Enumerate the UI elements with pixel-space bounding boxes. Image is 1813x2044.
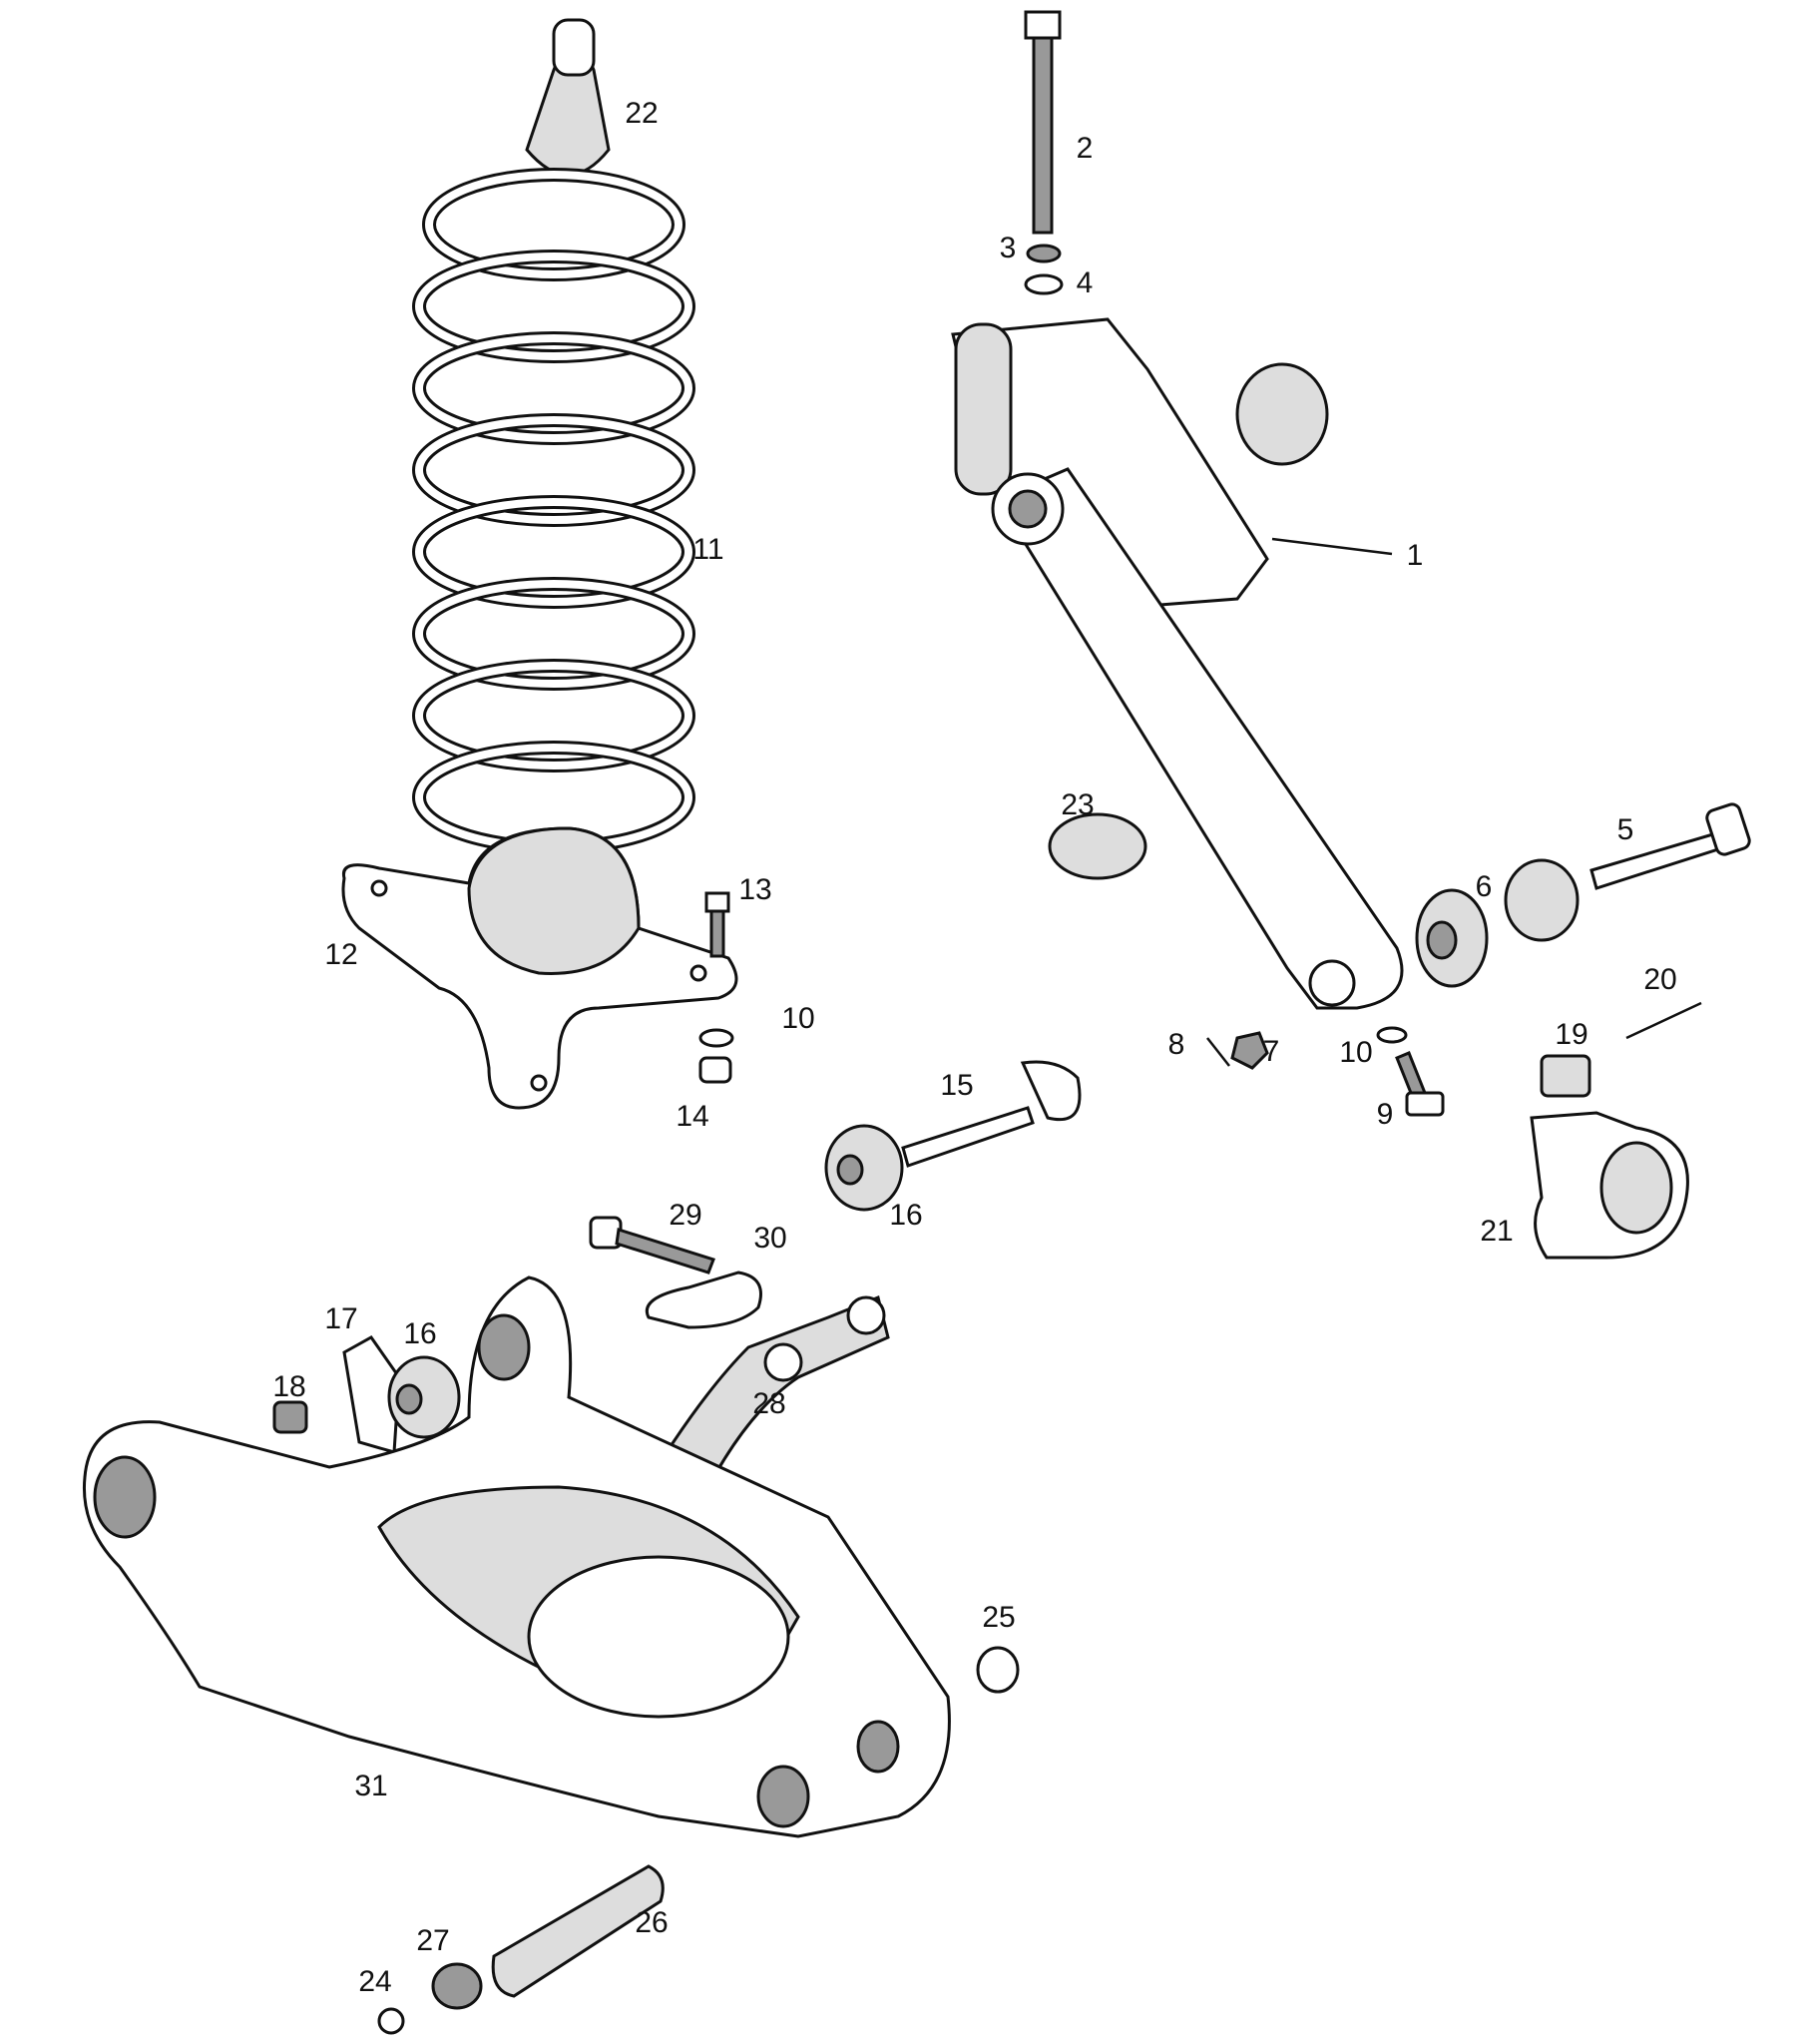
callout-8: 8 (1168, 1028, 1185, 1061)
callout-7: 7 (1263, 1035, 1280, 1068)
callout-2: 2 (1077, 132, 1094, 165)
small-fasteners-part (1206, 1026, 1445, 1117)
callout-10-right: 10 (1339, 1036, 1372, 1069)
callout-29: 29 (669, 1199, 701, 1232)
callout-28: 28 (752, 1387, 785, 1420)
callout-23: 23 (1061, 788, 1094, 821)
callout-1: 1 (1407, 539, 1424, 572)
trunnion-part (1530, 1001, 1702, 1260)
callout-19: 19 (1555, 1018, 1587, 1051)
callout-21: 21 (1480, 1215, 1513, 1248)
callout-5: 5 (1617, 813, 1634, 846)
callout-30: 30 (753, 1222, 786, 1255)
callout-15: 15 (940, 1069, 973, 1102)
callout-leader-line (1271, 537, 1393, 556)
lower-wishbone-part (82, 1276, 951, 1838)
rubber-pad-part (1048, 812, 1147, 880)
callout-18: 18 (272, 1370, 305, 1403)
damper-arm-part (951, 317, 1404, 1010)
spring-coil (415, 416, 692, 524)
callout-11: 11 (692, 533, 723, 566)
long-bolt-part (1024, 10, 1064, 295)
callout-24: 24 (358, 1965, 391, 1998)
callout-10-left: 10 (781, 1002, 814, 1035)
callout-6: 6 (1476, 870, 1493, 903)
callout-16-lower: 16 (403, 1317, 436, 1350)
bolt-washer-nut-part (698, 891, 734, 1084)
spring-coil (415, 253, 692, 360)
spring-coil (415, 580, 692, 688)
spring-coil (415, 662, 692, 769)
callout-4: 4 (1077, 266, 1094, 299)
callout-14: 14 (676, 1100, 708, 1133)
callout-9: 9 (1377, 1098, 1394, 1131)
callout-27: 27 (416, 1924, 449, 1957)
callout-16-upper: 16 (889, 1199, 922, 1232)
spring-coil (415, 498, 692, 606)
callout-3: 3 (1000, 232, 1017, 264)
callout-25: 25 (982, 1601, 1015, 1634)
callout-13: 13 (738, 873, 771, 906)
callout-26: 26 (635, 1906, 668, 1939)
callout-22: 22 (625, 97, 658, 130)
callout-20: 20 (1643, 963, 1676, 996)
fulcrum-pin-part (377, 1864, 665, 2035)
o-ring-part (976, 1646, 1020, 1694)
bump-stop-part (525, 18, 611, 177)
pivot-bolt-bush-part (1415, 802, 1751, 988)
callout-31: 31 (354, 1770, 387, 1802)
spring-coil (415, 334, 692, 442)
coil-spring-part (412, 168, 695, 854)
callout-17: 17 (324, 1302, 357, 1335)
eccentric-bolt-part (824, 1060, 1082, 1212)
spring-seat-part (341, 826, 738, 1110)
bush-washer-nut-part (272, 1335, 461, 1454)
callout-12: 12 (324, 938, 357, 971)
spring-coil (425, 171, 682, 278)
